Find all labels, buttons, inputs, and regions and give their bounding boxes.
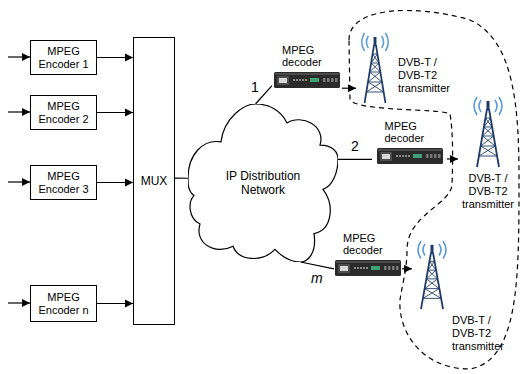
coverage-loop bbox=[349, 10, 519, 369]
transmitter-label: DVB-T / DVB-T2 transmitter bbox=[458, 172, 518, 211]
decoder-label: MPEG decoder bbox=[385, 120, 435, 144]
decoder-unit: MPEG decoder bbox=[334, 232, 402, 278]
connector bbox=[97, 182, 133, 183]
encoder-label: MPEG Encoder 1 bbox=[34, 45, 93, 71]
connector bbox=[175, 178, 188, 179]
encoder-box: MPEG Encoder 1 bbox=[30, 40, 97, 75]
decoder-device bbox=[377, 148, 443, 164]
connector bbox=[447, 158, 458, 159]
transmitter-label: DVB-T / DVB-T2 transmitter bbox=[452, 314, 508, 353]
mux-box: MUX bbox=[133, 37, 175, 325]
input-arrow bbox=[8, 111, 30, 112]
network-label: IP Distribution Network bbox=[220, 169, 306, 197]
encoder-label: MPEG Encoder 2 bbox=[34, 100, 93, 126]
encoder-label: MPEG Encoder n bbox=[34, 291, 93, 317]
decoder-device bbox=[274, 72, 340, 88]
transmitter-label: DVB-T / DVB-T2 transmitter bbox=[398, 56, 452, 95]
transmitter-tower: DVB-T / DVB-T2 transmitter bbox=[356, 22, 452, 106]
input-arrow bbox=[8, 181, 30, 182]
encoder-box: MPEG Encoder 3 bbox=[30, 165, 97, 200]
decoder-unit: MPEG decoder bbox=[372, 120, 447, 172]
tower-icon bbox=[412, 240, 452, 310]
connector bbox=[97, 57, 133, 58]
encoder-box: MPEG Encoder n bbox=[30, 285, 97, 322]
connector bbox=[402, 268, 412, 269]
connector bbox=[97, 112, 133, 113]
decoder-label: MPEG decoder bbox=[343, 232, 393, 256]
encoder-label: MPEG Encoder 3 bbox=[34, 170, 93, 196]
link-number: 1 bbox=[249, 79, 261, 95]
decoder-unit: MPEG decoder bbox=[272, 44, 342, 96]
decoder-device bbox=[335, 260, 401, 276]
tower-icon bbox=[356, 32, 394, 104]
network-cloud: IP Distribution Network bbox=[188, 104, 338, 262]
encoder-box: MPEG Encoder 2 bbox=[30, 95, 97, 130]
connector bbox=[301, 262, 335, 269]
input-arrow bbox=[8, 56, 30, 57]
tower-icon bbox=[468, 96, 508, 168]
connector bbox=[97, 303, 133, 304]
connector bbox=[338, 159, 372, 160]
mux-label: MUX bbox=[141, 175, 168, 188]
transmitter-tower: DVB-T / DVB-T2 transmitter bbox=[412, 240, 508, 358]
link-number: m bbox=[309, 270, 325, 286]
decoder-label: MPEG decoder bbox=[282, 44, 332, 68]
connector bbox=[342, 88, 356, 89]
link-number: 2 bbox=[349, 138, 361, 154]
input-arrow bbox=[8, 302, 30, 303]
transmitter-tower: DVB-T / DVB-T2 transmitter bbox=[458, 96, 518, 214]
